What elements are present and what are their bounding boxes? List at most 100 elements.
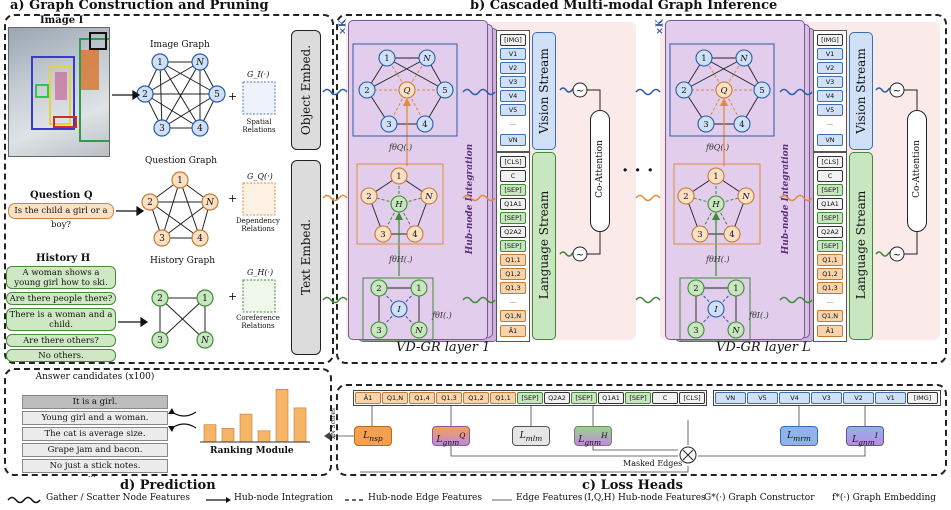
legend-graphics [7, 496, 512, 504]
text-embed-box [291, 160, 321, 355]
svg-text:~: ~ [893, 250, 901, 261]
loss-seq-token: Q1,3 [436, 392, 462, 404]
g-i-label: G_I(·) [247, 70, 270, 79]
layerL-title: VD-GR layer L [716, 340, 811, 355]
loss-seq-token: Q1A1 [598, 392, 624, 404]
panel-d-frame [4, 368, 332, 476]
svg-text:~: ~ [576, 86, 584, 97]
token-l1-q1a1: Q1A1 [500, 198, 526, 210]
loss-seq-token: Ā1 [355, 392, 381, 404]
token-v1-v1: V1 [500, 48, 526, 60]
input-image [8, 27, 110, 157]
g-h-label: G_H(·) [247, 268, 274, 277]
masked-edges-label: Masked Edges [623, 459, 683, 468]
legend-graph-embedding: f*(·) Graph Embedding [832, 493, 937, 503]
loss-nsp: Lnsp [354, 426, 392, 446]
loss-seq-token: V1 [875, 392, 906, 404]
token-l1-sep2: [SEP] [500, 212, 526, 224]
panel-a-frame [4, 14, 334, 364]
token-v1-v2: V2 [500, 62, 526, 74]
layers-ellipsis: · · · [622, 160, 654, 181]
answer-1: It is a girl. [22, 395, 168, 409]
history-item-2: Are there people there? [6, 292, 116, 305]
loss-seq-token: VN [715, 392, 746, 404]
token-lL-sep3: [SEP] [817, 240, 843, 252]
svg-text:fθQ(.): fθQ(.) [388, 143, 412, 152]
token-v1-vn: VN [500, 134, 526, 146]
legend-graph-constructor: G*(·) Graph Constructor [704, 493, 815, 503]
svg-text:~: ~ [893, 86, 901, 97]
loss-seq-token: V3 [811, 392, 842, 404]
spatial-label: Spatial Relations [242, 118, 276, 134]
token-l1-c: C [500, 170, 526, 182]
svg-text:1: 1 [177, 176, 183, 186]
loss-seq-token: Q1,N [382, 392, 408, 404]
loss-mlm: Lmlm [512, 426, 550, 446]
loss-seq-token: [SEP] [517, 392, 543, 404]
svg-text:N: N [200, 336, 210, 346]
token-l1-cls: [CLS] [500, 156, 526, 168]
svg-text:fθQ(.): fθQ(.) [705, 143, 729, 152]
svg-text:3: 3 [159, 234, 165, 244]
object-embed-box [291, 30, 321, 150]
layer1-title: VD-GR layer 1 [396, 340, 491, 355]
token-lL-sep1: [SEP] [817, 184, 843, 196]
coreference-label: Coreference Relations [236, 314, 280, 330]
title-graph-construction: a) Graph Construction and Pruning [10, 0, 269, 13]
loss-seq-token: [CLS] [679, 392, 705, 404]
legend-gather: Gather / Scatter Node Features [46, 493, 190, 503]
loss-seq-token: [SEP] [625, 392, 651, 404]
token-lL-c: C [817, 170, 843, 182]
image-graph-label: Image Graph [150, 40, 210, 50]
svg-text:1: 1 [157, 58, 163, 68]
history-item-4: Are there others? [6, 334, 116, 347]
token-lL-ellipsis: ... [826, 297, 834, 305]
history-item-5: No others. [6, 349, 116, 362]
ranking-bar [257, 430, 271, 443]
token-lL-q11: Q1,1 [817, 254, 843, 266]
loss-gnm-h: LgnmH [574, 426, 612, 447]
token-v1-ellipsis: ... [509, 119, 517, 127]
token-vL-vn: VN [817, 134, 843, 146]
svg-text:N: N [205, 198, 215, 208]
answer-ellipsis: ... [88, 470, 96, 479]
loss-seq-token: [SEP] [571, 392, 597, 404]
title-cascaded-inference: b) Cascaded Multi-modal Graph Inference [470, 0, 778, 13]
token-vL-v2: V2 [817, 62, 843, 74]
token-lL-q12: Q1,2 [817, 268, 843, 280]
token-lL-cls: [CLS] [817, 156, 843, 168]
language-stream-L [849, 152, 873, 340]
svg-text:fθI(.): fθI(.) [431, 311, 452, 320]
ranking-bar [239, 413, 253, 443]
token-l1-q2a2: Q2A2 [500, 226, 526, 238]
ranking-module-label: Ranking Module [210, 446, 294, 456]
loss-seq-token: V5 [747, 392, 778, 404]
token-l1-sep1: [SEP] [500, 184, 526, 196]
token-lL-sep2: [SEP] [817, 212, 843, 224]
token-lL-a1: Ā1 [817, 325, 843, 337]
co-attention-L [907, 110, 927, 232]
token-lL-q2a2: Q2A2 [817, 226, 843, 238]
ranking-chart [168, 388, 310, 443]
svg-text:+: + [228, 192, 237, 205]
ranking-bar [221, 428, 235, 443]
svg-text:fθH(.): fθH(.) [705, 255, 730, 264]
question-input: Is the child a girl or a boy? [8, 203, 114, 230]
token-l1-q12: Q1,2 [500, 268, 526, 280]
token-vL-img: [IMG] [817, 34, 843, 46]
token-v1-v3: V3 [500, 76, 526, 88]
token-l1-q1n: Q1,N [500, 310, 526, 322]
svg-text:1: 1 [202, 294, 208, 304]
svg-text:+: + [228, 90, 237, 103]
loss-seq-token: Q1,2 [463, 392, 489, 404]
history-label: History H [36, 253, 91, 264]
legend-hub-nodes: (I,Q,H) Hub-node Features [584, 493, 706, 503]
svg-text:+: + [228, 290, 237, 303]
history-graph-label: History Graph [150, 256, 216, 266]
answer-4: Grape jam and bacon. [22, 443, 168, 457]
panel-c-frame [336, 384, 947, 476]
svg-text:3: 3 [159, 124, 165, 134]
svg-text:N: N [195, 58, 205, 68]
loss-connectors [324, 406, 866, 473]
